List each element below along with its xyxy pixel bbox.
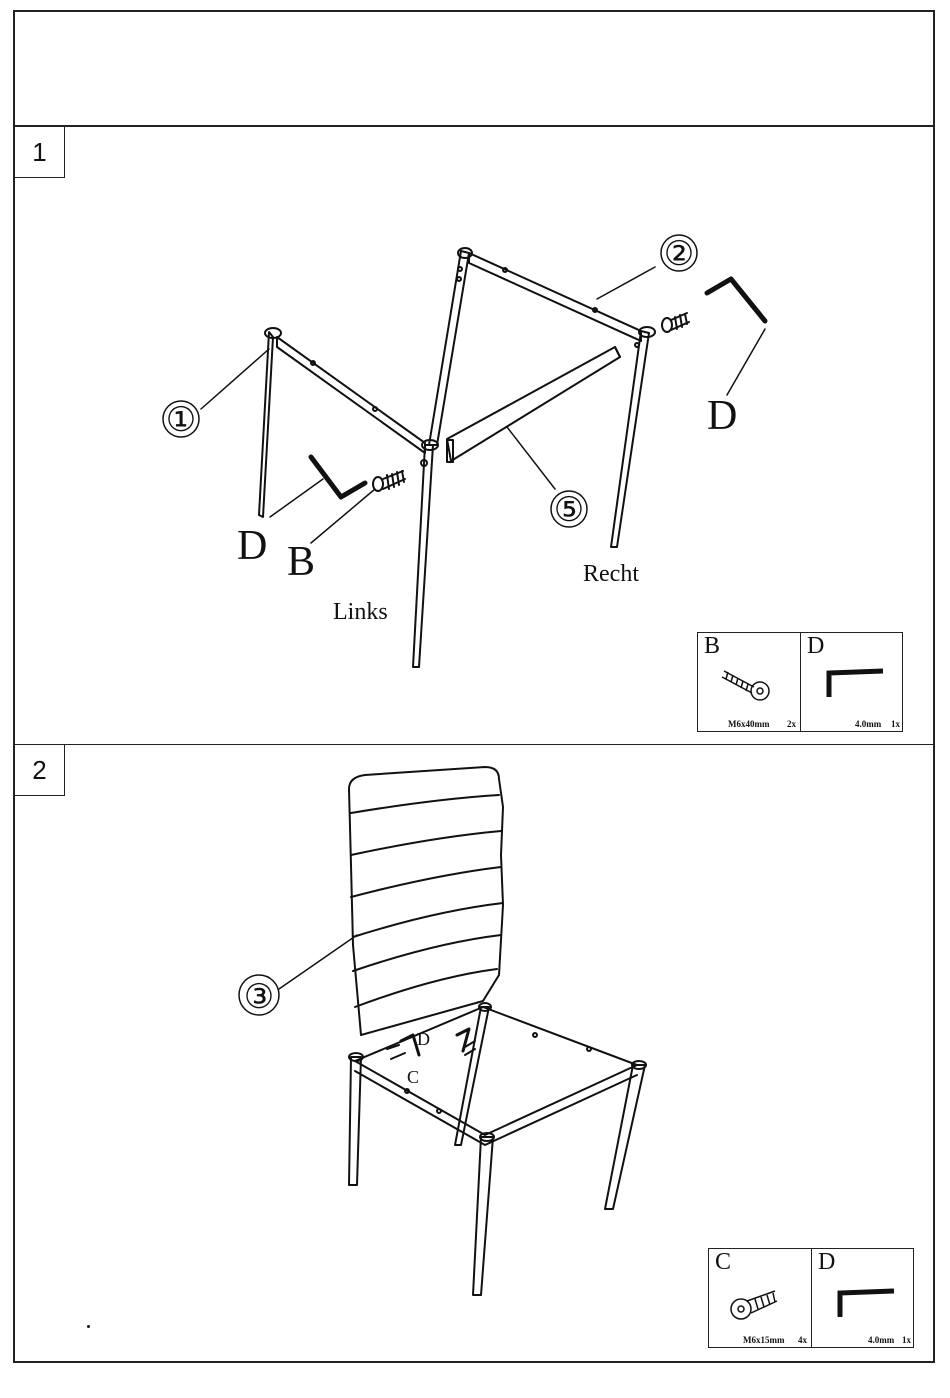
front-left-leg [349, 1053, 363, 1185]
under-seat-tools [387, 1029, 475, 1059]
part-c-qty: 4x [798, 1335, 807, 1345]
allen-key-icon [823, 665, 887, 701]
label-left-side: Links [333, 599, 388, 625]
part-b-spec: M6x40mm [728, 719, 770, 729]
step-1-panel: 1 [15, 127, 933, 745]
backrest [349, 767, 503, 1035]
label-right-side: Recht [583, 561, 639, 587]
callout-part-2: ② [664, 236, 694, 273]
part-b-letter: B [704, 633, 720, 660]
right-leg [611, 327, 655, 547]
speck-dot [87, 1325, 90, 1328]
allen-key-icon [834, 1285, 898, 1321]
part-c-letter: C [715, 1249, 731, 1276]
label-tool-d-small: D [417, 1029, 430, 1049]
back-left-leg [429, 248, 472, 445]
step-2-panel: 2 [15, 745, 933, 1363]
part-c-cell: C M6x15mm 4x [709, 1249, 812, 1347]
bolt-icon [720, 663, 780, 703]
part-d-spec: 4.0mm [855, 719, 881, 729]
part-d-letter-2: D [818, 1249, 835, 1276]
step-2-parts-box: C M6x15mm 4x D 4.0mm 1x [708, 1248, 914, 1348]
part-b-qty: 2x [787, 719, 796, 729]
side-rail-1 [277, 337, 425, 453]
rear-left-leg [455, 1003, 491, 1145]
label-bolt-b: B [287, 539, 315, 585]
bolt-right [662, 313, 689, 332]
part-c-spec: M6x15mm [743, 1335, 785, 1345]
callout-part-1: ① [166, 402, 196, 439]
allen-key-left [311, 457, 365, 497]
center-leg [413, 440, 438, 667]
bolt-left [373, 471, 405, 491]
part-d-qty: 1x [891, 719, 900, 729]
rear-right-leg [605, 1061, 646, 1209]
rail-5 [447, 347, 620, 462]
seat-frame [355, 1007, 637, 1145]
front-center-leg [473, 1133, 494, 1295]
part-d-cell-2: D 4.0mm 1x [812, 1249, 915, 1347]
part-d-cell: D 4.0mm 1x [801, 633, 904, 731]
part-d-qty-2: 1x [902, 1335, 911, 1345]
step-1-parts-box: B M6x40mm 2x D 4.0mm 1x [697, 632, 903, 732]
part-d-spec-2: 4.0mm [868, 1335, 894, 1345]
part-d-letter: D [807, 633, 824, 660]
label-tool-d-left: D [237, 523, 267, 569]
rail-2 [469, 253, 641, 341]
callout-part-5: ⑤ [554, 492, 584, 529]
instruction-sheet: 1 [13, 10, 935, 1363]
label-tool-d-right: D [707, 393, 737, 439]
bolt-icon [727, 1285, 793, 1325]
callout-part-3: ③ [244, 979, 274, 1016]
part-b-cell: B M6x40mm 2x [698, 633, 801, 731]
left-front-leg [259, 328, 281, 517]
header-band [15, 12, 933, 127]
allen-key-right [707, 279, 765, 321]
label-bolt-c-small: C [407, 1067, 419, 1087]
